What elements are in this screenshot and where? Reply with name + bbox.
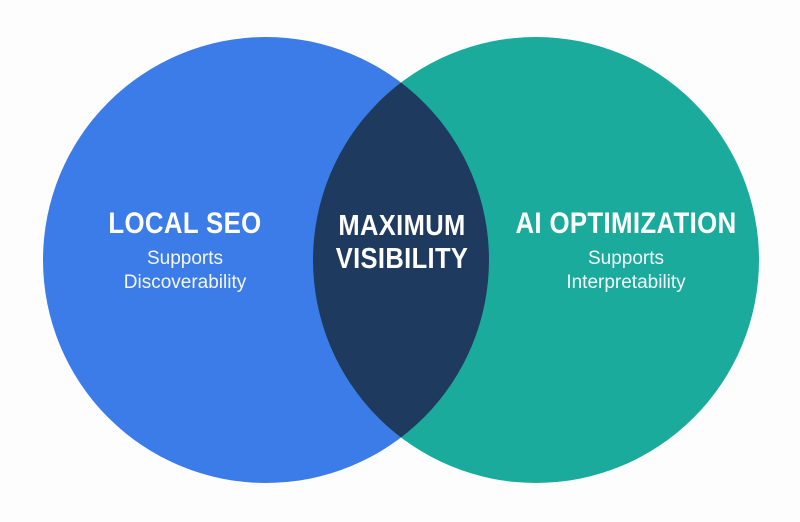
maximum-visibility-line2: VISIBILITY bbox=[335, 243, 469, 276]
ai-optimization-title: AI OPTIMIZATION bbox=[515, 207, 737, 240]
maximum-visibility-line1: MAXIMUM bbox=[338, 210, 466, 242]
local-seo-title: LOCAL SEO bbox=[108, 207, 262, 240]
local-seo-subtitle-line2: Discoverability bbox=[123, 272, 247, 294]
intersection-lens bbox=[313, 37, 489, 483]
label-local-seo: LOCAL SEO Supports Discoverability bbox=[60, 208, 310, 295]
ai-optimization-subtitle-line1: Supports bbox=[587, 247, 665, 269]
label-maximum-visibility: MAXIMUM VISIBILITY bbox=[303, 210, 501, 276]
local-seo-subtitle-line1: Supports bbox=[146, 247, 224, 269]
intersection-lens-group bbox=[313, 37, 489, 483]
maximum-visibility-title: MAXIMUM VISIBILITY bbox=[315, 210, 489, 276]
ai-optimization-subtitle-line2: Interpretability bbox=[566, 272, 686, 294]
ai-optimization-subtitle: Supports Interpretability bbox=[492, 247, 760, 296]
label-ai-optimization: AI OPTIMIZATION Supports Interpretabilit… bbox=[492, 208, 760, 295]
local-seo-subtitle: Supports Discoverability bbox=[60, 247, 310, 296]
